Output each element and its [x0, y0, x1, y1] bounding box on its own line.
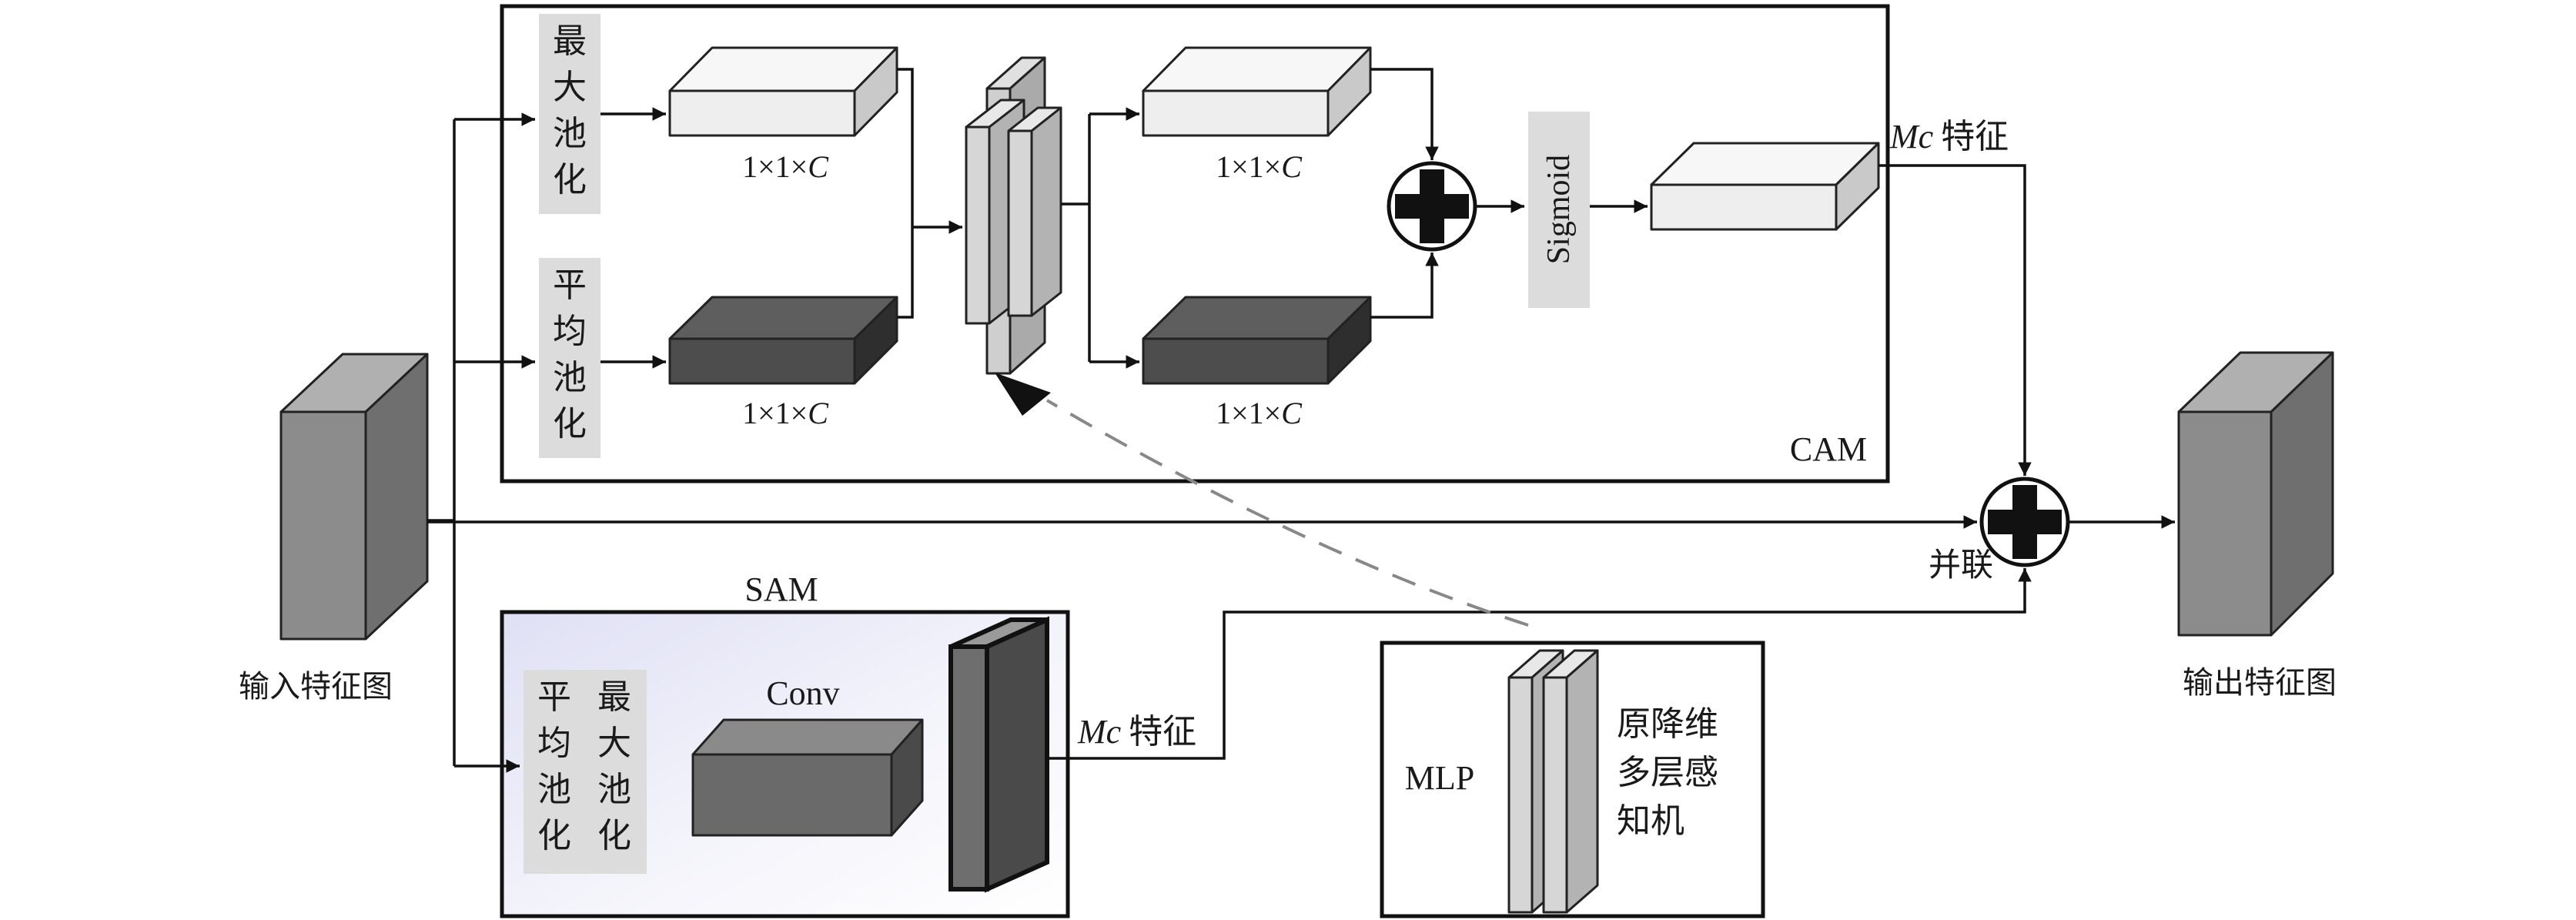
mlp-legend-box [1380, 641, 1765, 918]
dim-label-4: 1×1×C [1216, 396, 1303, 430]
mlp-legend-icon [1507, 649, 1599, 914]
sam-title: SAM [744, 570, 818, 608]
sigmoid-box [1528, 112, 1590, 308]
mlp-description: 原降维 多层感 知机 [1617, 704, 1729, 841]
output-feature-map [2177, 351, 2334, 637]
input-map-label: 输入特征图 [239, 669, 393, 704]
sigmoid-label: Sigmoid [1541, 155, 1577, 264]
dim-label-1: 1×1×C [742, 149, 829, 184]
sam-max-pool-label: 最大池化 [597, 677, 631, 855]
output-map-label: 输出特征图 [2183, 665, 2337, 701]
cam-sum-node [1387, 161, 1477, 252]
mlp-reference-arrowhead [995, 373, 1051, 416]
sam-avg-pool-label-bg [524, 670, 647, 874]
spatial-attention-map [948, 616, 1049, 893]
mlp-avg-output-block [1142, 296, 1372, 385]
conv-label: Conv [766, 674, 839, 712]
mlp-max-output-block [1142, 46, 1372, 137]
cam-shared-mlp [965, 56, 1062, 375]
input-feature-map [279, 353, 429, 641]
channel-attention-block [1650, 142, 1880, 231]
avg-pool-vector-block [668, 296, 898, 385]
concat-label: 并联 [1929, 546, 1993, 584]
dim-label-3: 1×1×C [1216, 149, 1303, 184]
cam-max-pool-label: 最大池化 [553, 22, 587, 199]
sam-avg-pool-label: 平均池化 [537, 677, 571, 855]
cam-max-pool-label-bg [539, 14, 601, 214]
max-pool-vector-block [668, 46, 898, 137]
mlp-label: MLP [1405, 759, 1474, 797]
dim-label-2: 1×1×C [742, 396, 829, 430]
mlp-reference-dashed-line [1045, 399, 1529, 627]
connectors [427, 68, 2175, 773]
cam-title: CAM [1790, 430, 1867, 468]
conv-block [691, 718, 924, 837]
concat-sum-node [1979, 477, 2070, 567]
cam-avg-pool-label: 平均池化 [553, 266, 587, 443]
cam-avg-pool-label-bg [539, 258, 601, 458]
